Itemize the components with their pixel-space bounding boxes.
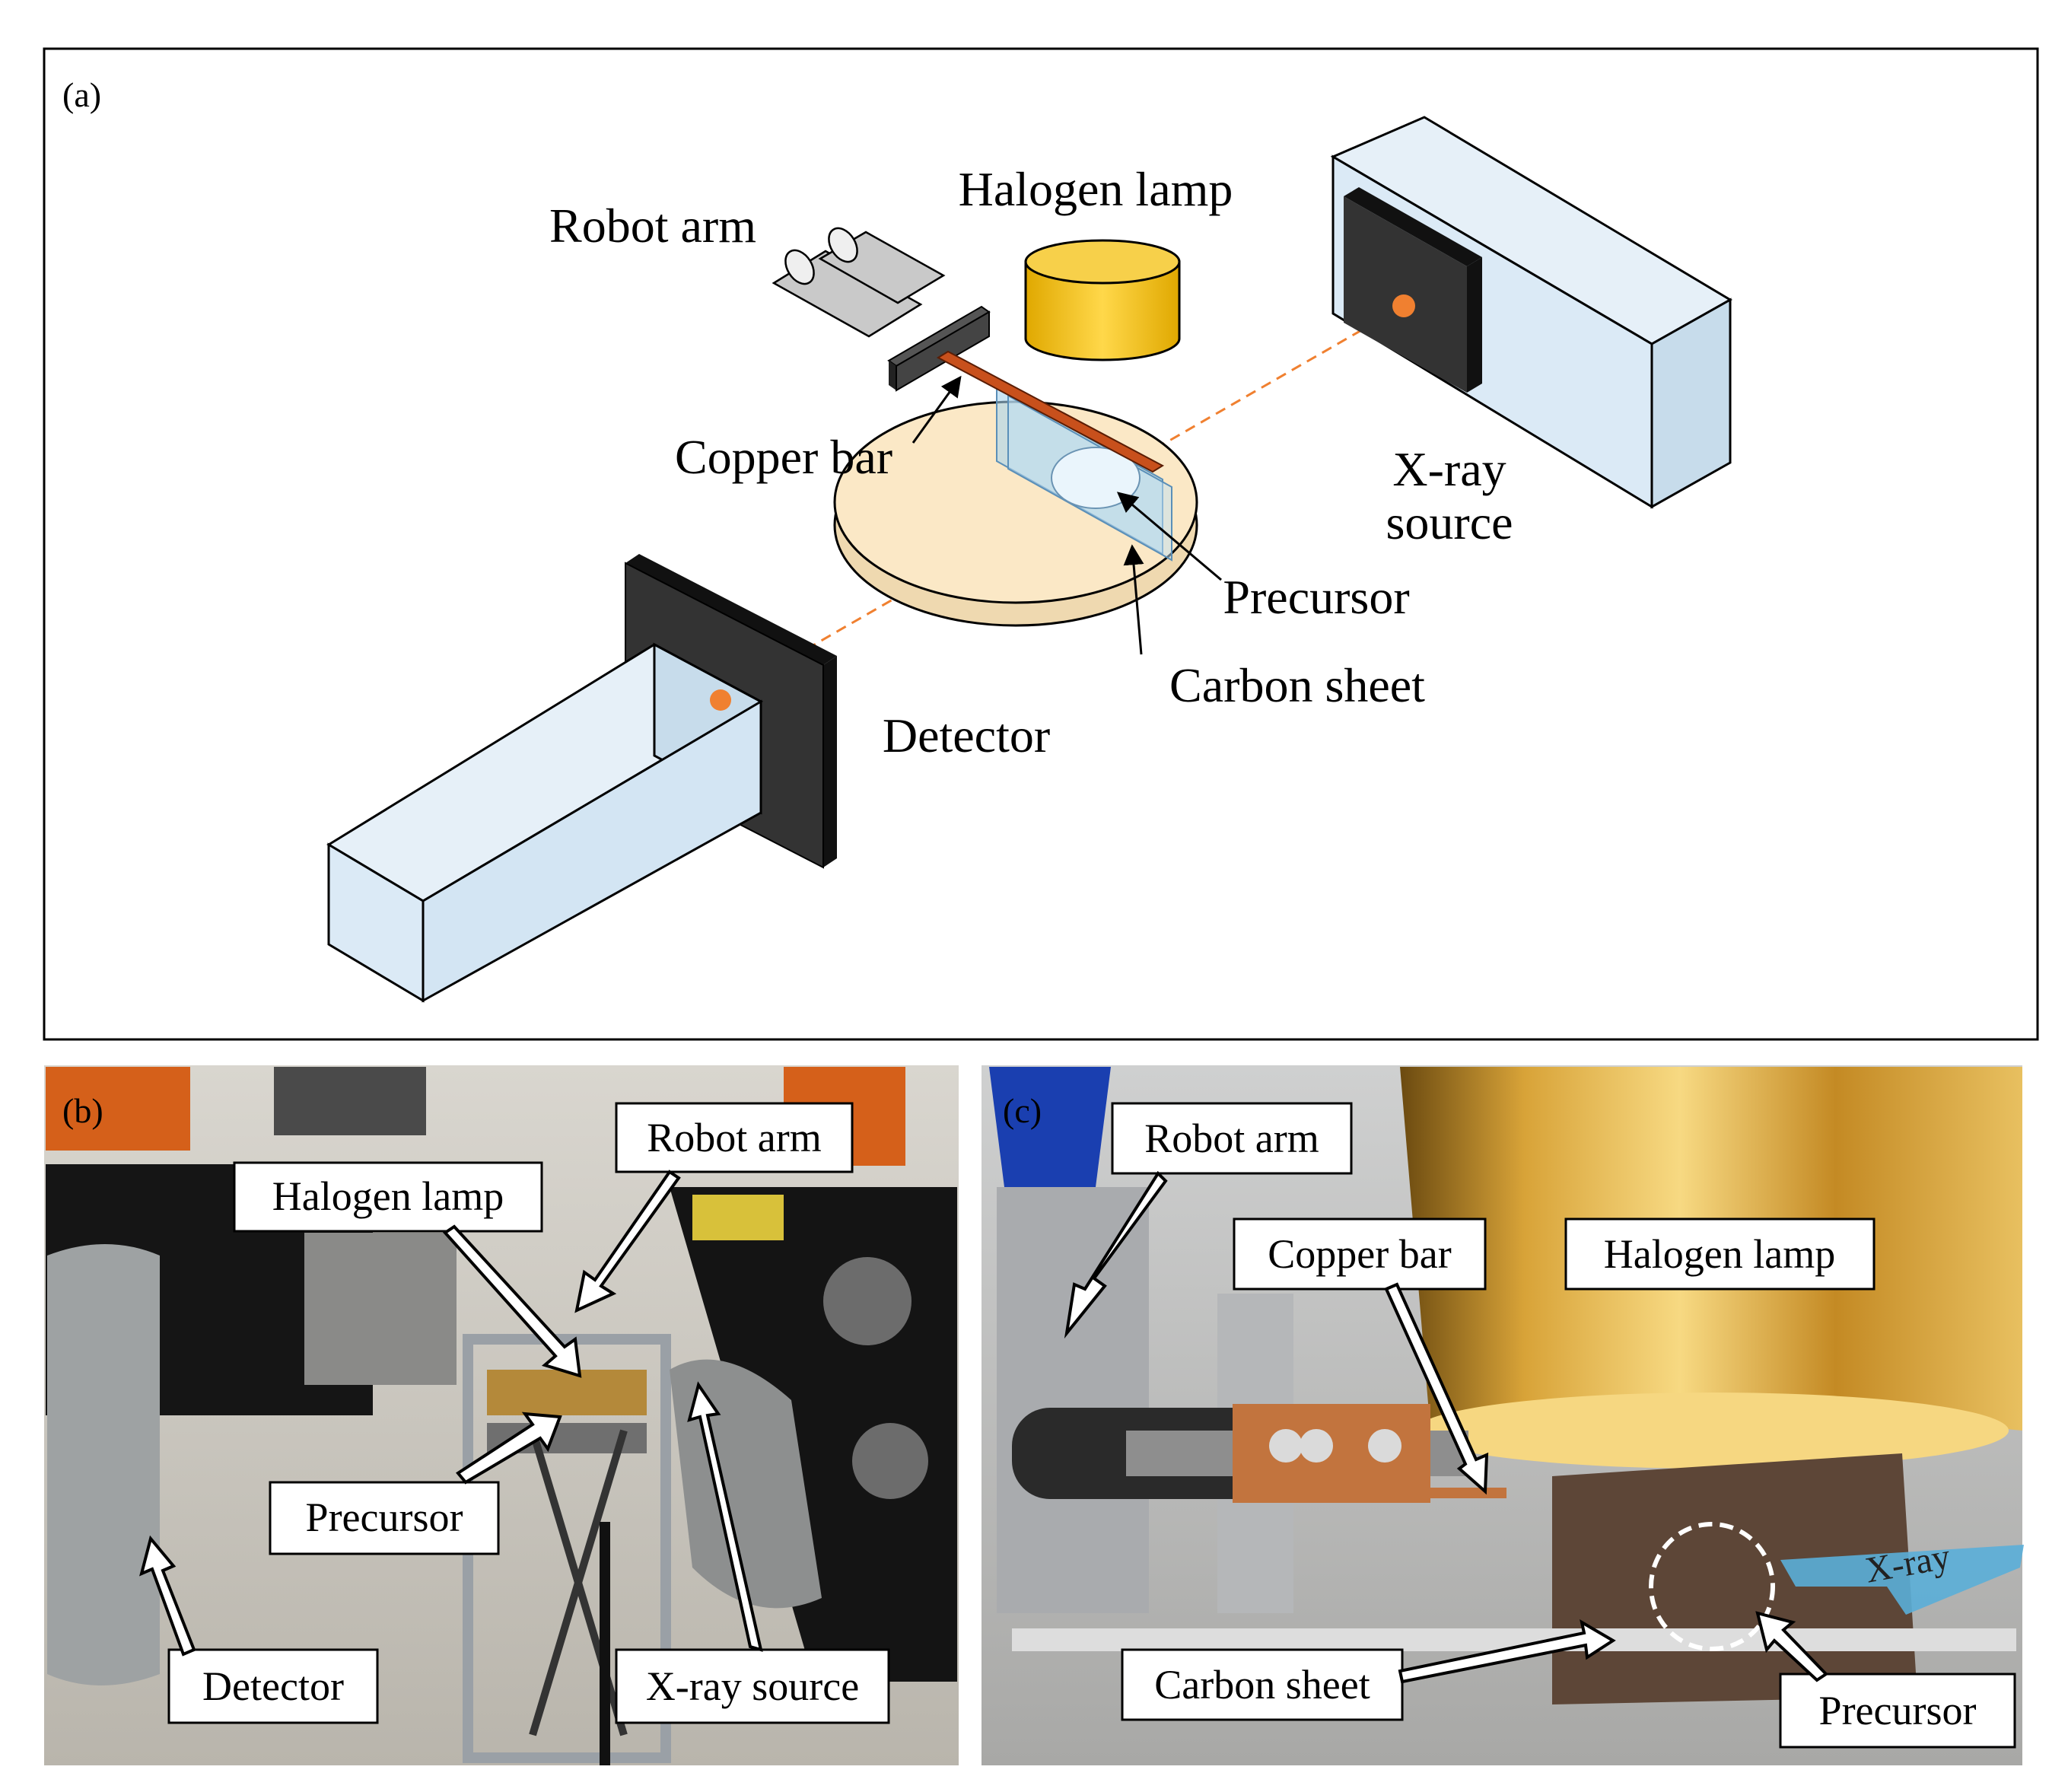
b-label-xray-source: X-ray source: [646, 1663, 859, 1709]
copper-bar-part: [936, 350, 1165, 473]
arrow-precursor: [1116, 492, 1222, 581]
b-label-halogen-lamp: Halogen lamp: [272, 1173, 504, 1219]
b-xray-source-label-box: X-ray source: [615, 1648, 890, 1724]
label-xray-source-line1: X-ray: [1392, 442, 1506, 496]
panel-b-tag: (b): [62, 1091, 103, 1130]
label-robot-arm: Robot arm: [549, 199, 756, 253]
label-carbon-sheet: Carbon sheet: [1169, 658, 1425, 712]
panel-a-tag: (a): [62, 75, 101, 114]
c-label-carbon-sheet: Carbon sheet: [1154, 1662, 1370, 1708]
label-xray-source-line2: source: [1386, 495, 1513, 549]
arrow-copper-bar: [912, 375, 962, 444]
arrow-carbon-sheet: [1123, 544, 1144, 655]
c-arrow-copper-bar: [1384, 1282, 1489, 1495]
b-label-precursor: Precursor: [306, 1494, 463, 1540]
c-label-robot-arm: Robot arm: [1144, 1116, 1319, 1161]
c-xray-arrow: [1780, 1545, 2024, 1615]
panel-a: (a): [43, 47, 2039, 1041]
c-arrow-robot-arm: [1064, 1170, 1168, 1339]
label-copper-bar: Copper bar: [675, 430, 892, 484]
c-arrow-precursor: [1755, 1611, 1829, 1682]
b-label-robot-arm: Robot arm: [647, 1115, 821, 1160]
b-arrow-precursor: [456, 1412, 562, 1485]
c-label-precursor: Precursor: [1819, 1688, 1977, 1733]
c-copper-bar-label-box: Copper bar: [1233, 1217, 1487, 1291]
label-halogen-lamp: Halogen lamp: [959, 162, 1233, 216]
b-arrows: [139, 1170, 763, 1657]
label-detector: Detector: [883, 708, 1050, 762]
c-robot-arm-label-box: Robot arm: [1111, 1102, 1353, 1175]
xray-source-spot: [1392, 294, 1415, 317]
panel-c-tag: (c): [1003, 1091, 1042, 1130]
c-halogen-lamp-label-box: Halogen lamp: [1564, 1217, 1876, 1291]
c-arrows: [1064, 1170, 1829, 1684]
c-carbon-sheet-label-box: Carbon sheet: [1121, 1648, 1404, 1721]
halogen-lamp-cylinder: [1024, 239, 1181, 361]
b-halogen-lamp-label-box: Halogen lamp: [233, 1161, 543, 1233]
xray-beam-line: [714, 304, 1405, 703]
c-arrow-carbon-sheet: [1398, 1619, 1616, 1684]
c-precursor-label-box: Precursor: [1779, 1673, 2016, 1749]
c-label-copper-bar: Copper bar: [1268, 1231, 1451, 1277]
b-label-detector: Detector: [202, 1663, 344, 1709]
detector-box: [326, 554, 837, 1003]
b-robot-arm-label-box: Robot arm: [615, 1102, 854, 1173]
holder-plate: [887, 305, 991, 392]
c-label-halogen-lamp: Halogen lamp: [1604, 1231, 1835, 1277]
xray-source-box: [1330, 116, 1732, 509]
b-arrow-halogen-lamp: [442, 1224, 582, 1378]
robot-arm-rods: [772, 227, 946, 338]
panel-c: X-ray (c) Robot arm Copper bar Halogen l…: [982, 1065, 2024, 1765]
panel-b: (b) Robot arm Halogen lamp Precursor Det…: [44, 1065, 959, 1765]
b-arrow-robot-arm: [574, 1170, 681, 1313]
b-detector-label-box: Detector: [167, 1648, 379, 1724]
c-precursor-circle: [1649, 1522, 1775, 1651]
b-arrow-xray-source: [687, 1381, 763, 1652]
detector-spot: [710, 689, 731, 711]
b-precursor-label-box: Precursor: [269, 1481, 500, 1555]
label-precursor: Precursor: [1223, 570, 1409, 624]
b-arrow-detector: [139, 1535, 196, 1657]
